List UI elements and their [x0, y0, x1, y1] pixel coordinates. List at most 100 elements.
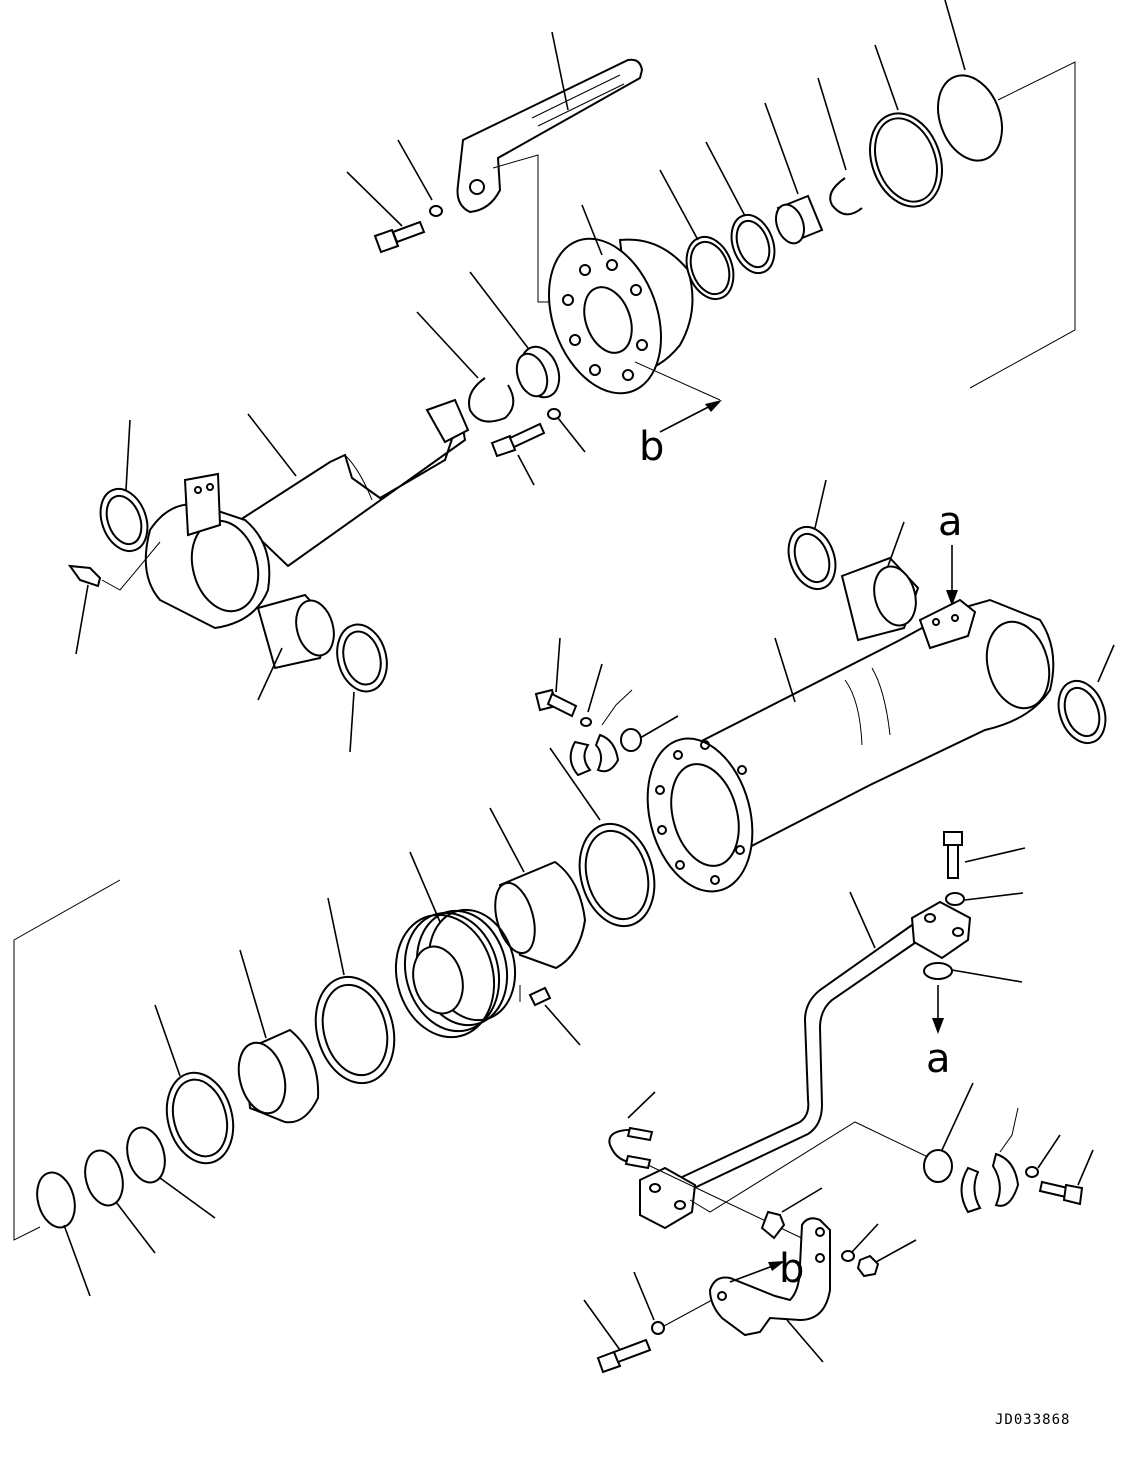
washer-bracket [841, 1250, 855, 1262]
bolt-mid [490, 422, 546, 458]
leader-line [159, 1177, 216, 1219]
o-ring-pipe-top [923, 962, 953, 980]
label-b-bottom: b [779, 1246, 804, 1292]
leader-line [247, 413, 297, 477]
leader-line [555, 637, 561, 693]
leader-line [544, 1004, 581, 1046]
leader-line [346, 171, 403, 227]
leader-line [814, 479, 827, 529]
dust-seal-left [99, 488, 149, 552]
leader-line [1037, 1134, 1061, 1169]
leader-line [764, 102, 799, 195]
leader-line [549, 747, 601, 821]
leader-line [944, 0, 966, 71]
leader-line [849, 891, 876, 949]
ring-small-1 [126, 1126, 166, 1184]
hydraulic-pipe [679, 900, 972, 1191]
leader-line [416, 311, 479, 379]
clamp-pad [760, 1210, 786, 1240]
frame-line [647, 1164, 811, 1243]
bolt-split-flange-top [534, 688, 578, 718]
leader-line [951, 969, 1023, 983]
o-ring-split-top [620, 728, 642, 752]
leader-line [257, 647, 283, 701]
cylinder-head-flange [547, 237, 694, 395]
set-screw [528, 986, 552, 1007]
frame-line [13, 879, 121, 1241]
frame-line [999, 1107, 1019, 1153]
leader-line [887, 521, 905, 567]
leader-line [583, 1299, 621, 1351]
leader-line [964, 892, 1024, 901]
leader-line [964, 847, 1026, 863]
leader-line [581, 204, 603, 256]
leader-line [489, 807, 525, 873]
leader-line [115, 1201, 156, 1254]
o-ring-top [937, 74, 1003, 162]
leader-line [517, 454, 535, 486]
washer-upper [429, 205, 443, 217]
u-bolt [608, 1126, 654, 1170]
backup-ring-lower [165, 1071, 235, 1165]
wear-ring-1 [578, 822, 656, 928]
split-flange-half-top [569, 733, 620, 777]
leader-line [874, 44, 899, 111]
leader-line [774, 637, 796, 703]
cylinder-tube [678, 598, 1055, 872]
lock-nut [515, 345, 561, 399]
leader-line [63, 1224, 91, 1297]
frame-line [492, 154, 556, 303]
dust-seal-right [336, 623, 388, 693]
snap-ring-2 [829, 177, 863, 216]
leader-line [817, 77, 847, 171]
leader-line [659, 169, 699, 241]
frame-line [969, 61, 1076, 389]
bolt-upper [373, 220, 426, 254]
washer-pipe-top [945, 892, 965, 906]
pipe-flange-bottom [639, 1166, 697, 1230]
leader-line [587, 663, 603, 713]
leader-line [781, 1187, 823, 1213]
label-a-top: a [938, 499, 963, 545]
leader-line [469, 271, 529, 349]
leader-line [705, 141, 746, 217]
backup-ring [869, 112, 943, 208]
frame-line [601, 689, 633, 726]
leader-line [75, 584, 89, 655]
frame-line [689, 1121, 931, 1213]
tube-flange [646, 737, 754, 893]
washer-split-top [580, 717, 592, 727]
leader-line [397, 139, 433, 201]
split-flange-half-bottom [960, 1152, 1020, 1214]
bushing-rod-eye [256, 593, 335, 670]
leader-line [409, 851, 441, 923]
dust-seal-tube [787, 526, 837, 590]
label-b-top: b [639, 424, 664, 470]
leader-line [786, 1319, 824, 1363]
leader-line [639, 715, 679, 739]
bushing-tube [840, 556, 920, 642]
leader-line [1077, 1149, 1094, 1186]
nut-bracket [856, 1254, 880, 1278]
leader-line [627, 1091, 656, 1119]
rod-eye [144, 472, 271, 630]
leader-line [551, 31, 569, 111]
washer-mid [547, 408, 561, 420]
frame-line [634, 361, 721, 401]
o-ring-pipe-bottom [923, 1149, 953, 1183]
leader-line [154, 1004, 181, 1077]
leader-line [851, 1223, 879, 1253]
clamp-bracket-bottom [708, 1217, 831, 1337]
rod-bracket-plate [456, 58, 644, 214]
leader-line [557, 417, 586, 453]
seal-ring-2 [730, 213, 776, 275]
ring-small-3 [36, 1171, 76, 1229]
leader-line [349, 691, 355, 753]
leader-line [633, 1271, 655, 1321]
bolt-split-flange-bottom [1038, 1180, 1084, 1206]
leader-line [875, 1239, 917, 1263]
washer-bracket-bottom [651, 1321, 665, 1335]
bolt-bracket [596, 1338, 652, 1374]
leader-line [327, 897, 345, 976]
